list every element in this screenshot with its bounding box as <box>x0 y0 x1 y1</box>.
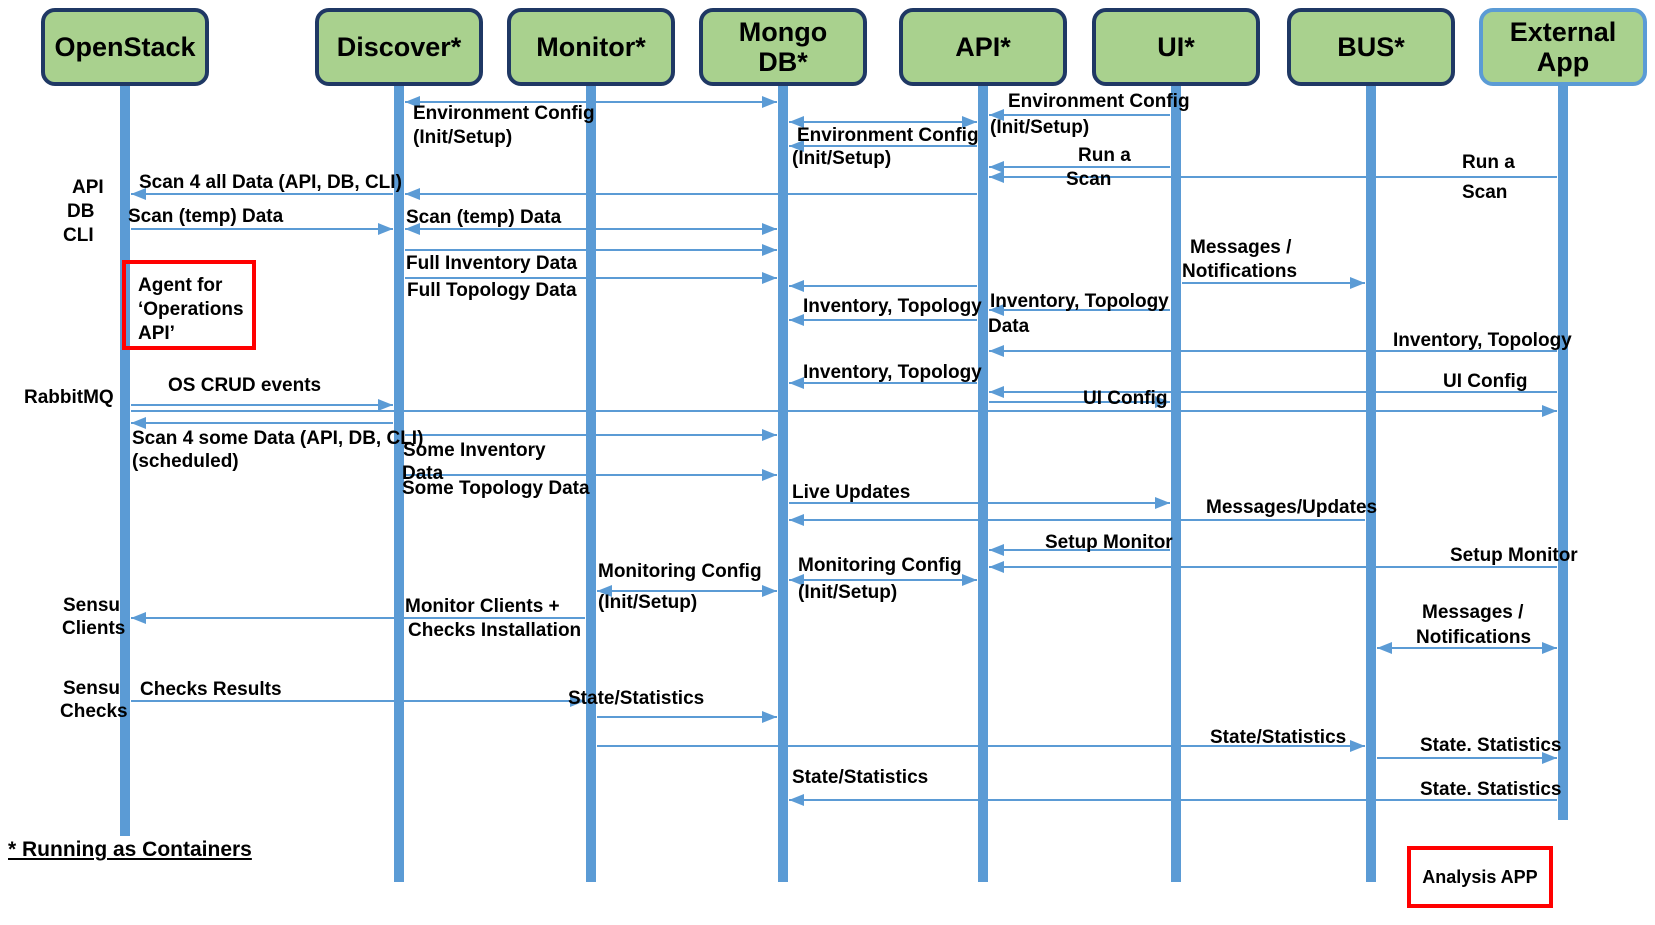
message-label-env-config-disc-mongo: Environment Config <box>413 103 595 124</box>
message-label-live-updates: Live Updates <box>792 482 911 503</box>
message-label-env-config-mongo-api-1: Environment Config <box>797 125 979 146</box>
message-label-run-scan-ui: Run a <box>1078 145 1131 166</box>
actor-openstack: OpenStack <box>41 8 209 86</box>
side-caption: Clients <box>62 618 126 639</box>
red-box-text: Agent for <box>138 275 223 296</box>
message-label-inv-topo-api-mongo-3: Inventory, Topology <box>803 362 982 383</box>
message-label-full-inventory: Full Inventory Data <box>406 253 578 274</box>
actor-bus: BUS* <box>1287 8 1455 86</box>
actor-external: External App <box>1479 8 1647 86</box>
actor-discover: Discover* <box>315 8 483 86</box>
message-label-os-crud-events: OS CRUD events <box>168 375 322 396</box>
message-label-run-scan-external: Scan <box>1462 182 1508 203</box>
message-label-some-inventory: Data <box>402 463 444 484</box>
actor-label: API* <box>955 32 1011 62</box>
message-label-monitoring-config-monitor-mongo: Monitoring Config <box>598 561 762 582</box>
message-label-messages-notifications-ui-bus: Notifications <box>1182 261 1298 282</box>
message-label-monitoring-config-monitor-mongo: (Init/Setup) <box>598 592 698 613</box>
lifeline-external <box>1558 84 1568 820</box>
lifeline-openstack <box>120 84 130 836</box>
footer-note: * Running as Containers <box>8 838 252 861</box>
actor-label: Monitor* <box>536 32 646 62</box>
message-label-messages-notifications-bus-ext: Messages / <box>1422 602 1524 623</box>
message-label-messages-updates: Messages/Updates <box>1206 497 1378 518</box>
side-caption: Checks <box>60 701 128 722</box>
message-label-env-config-mongo-api-2: (Init/Setup) <box>792 148 892 169</box>
actor-label: External App <box>1509 17 1617 77</box>
message-label-full-topology: Full Topology Data <box>407 280 577 301</box>
message-label-run-scan-external: Run a <box>1462 152 1515 173</box>
lifeline-api <box>978 84 988 882</box>
side-caption: CLI <box>63 225 94 246</box>
lifeline-bus <box>1366 84 1376 882</box>
message-label-monitoring-config-mongo-api: (Init/Setup) <box>798 582 898 603</box>
message-label-scan4all-api-discover: Scan 4 all Data (API, DB, CLI) <box>139 172 402 193</box>
message-label-state-stats-external-mongo: State. Statistics <box>1420 779 1562 800</box>
message-label-checks-results: Checks Results <box>140 679 282 700</box>
message-label-run-scan-ui: Scan <box>1066 169 1112 190</box>
message-label-inv-topo-external-api: Inventory, Topology <box>1393 330 1572 351</box>
actor-api: API* <box>899 8 1067 86</box>
red-box-text: API’ <box>138 323 175 344</box>
message-label-state-stats-external-mongo: State/Statistics <box>792 767 929 788</box>
message-label-setup-monitor-external: Setup Monitor <box>1450 545 1578 566</box>
message-label-state-stats-monitor-mongo: State/Statistics <box>568 688 705 709</box>
actor-label: Mongo DB* <box>738 17 828 77</box>
message-label-messages-notifications-ui-bus: Messages / <box>1190 237 1292 258</box>
actor-label: UI* <box>1157 32 1195 62</box>
side-caption: API <box>72 177 104 198</box>
side-caption: Sensu <box>63 595 121 616</box>
side-caption: DB <box>67 201 95 222</box>
message-arrow-state-stats-monitor-mongo <box>597 711 777 723</box>
red-box-analysis-app: Analysis APP <box>1407 846 1553 908</box>
message-arrow-os-crud-events <box>131 399 393 411</box>
message-label-state-stats-bus-external: State. Statistics <box>1420 735 1562 756</box>
message-label-state-stats-monitor-bus: State/Statistics <box>1210 727 1347 748</box>
message-label-some-topology: Some Topology Data <box>402 478 590 499</box>
message-arrow-inv-topo-api-mongo-1 <box>789 280 977 292</box>
message-label-scan-temp-os-disc: Scan (temp) Data <box>128 206 284 227</box>
message-label-inv-topo-ui-api: Data <box>988 316 1030 337</box>
red-box-text: Analysis APP <box>1422 867 1538 887</box>
message-label-ui-config-external-api: UI Config <box>1443 371 1528 392</box>
message-label-scan4some: (scheduled) <box>132 451 239 472</box>
lifeline-ui <box>1171 84 1181 882</box>
message-label-setup-monitor-ui: Setup Monitor <box>1045 532 1173 553</box>
message-arrow-scan4all-api-discover <box>405 188 977 200</box>
message-label-monitoring-config-mongo-api: Monitoring Config <box>798 555 962 576</box>
side-caption: RabbitMQ <box>24 387 114 408</box>
lifeline-mongodb <box>778 84 788 882</box>
message-label-inv-topo-api-mongo-1: Inventory, Topology <box>803 296 982 317</box>
actor-label: OpenStack <box>54 32 196 62</box>
red-box-text: ‘Operations <box>138 299 244 320</box>
message-label-monitor-clients: Checks Installation <box>408 620 582 641</box>
actor-monitor: Monitor* <box>507 8 675 86</box>
actor-label: BUS* <box>1337 32 1405 62</box>
message-label-scan-temp-disc-mongo: Scan (temp) Data <box>406 207 562 228</box>
message-label-inv-topo-ui-api: Inventory, Topology <box>990 291 1169 312</box>
actor-mongodb: Mongo DB* <box>699 8 867 86</box>
lifeline-discover <box>394 84 404 882</box>
message-label-env-config-disc-mongo: (Init/Setup) <box>413 127 513 148</box>
actor-ui: UI* <box>1092 8 1260 86</box>
side-caption: Sensu <box>63 678 121 699</box>
message-arrow-os-to-external-line <box>131 405 1557 417</box>
message-label-monitor-clients: Monitor Clients + <box>405 596 560 617</box>
message-label-some-inventory: Some Inventory <box>403 440 546 461</box>
message-label-scan4some: Scan 4 some Data (API, DB, CLI) <box>132 428 424 449</box>
message-label-env-config-ui-api: Environment Config <box>1008 91 1190 112</box>
lifeline-monitor <box>586 84 596 882</box>
message-label-env-config-ui-api: (Init/Setup) <box>990 117 1090 138</box>
message-label-ui-config-api-ui: UI Config <box>1083 388 1168 409</box>
actor-label: Discover* <box>336 32 462 62</box>
message-label-messages-notifications-bus-ext: Notifications <box>1416 627 1532 648</box>
